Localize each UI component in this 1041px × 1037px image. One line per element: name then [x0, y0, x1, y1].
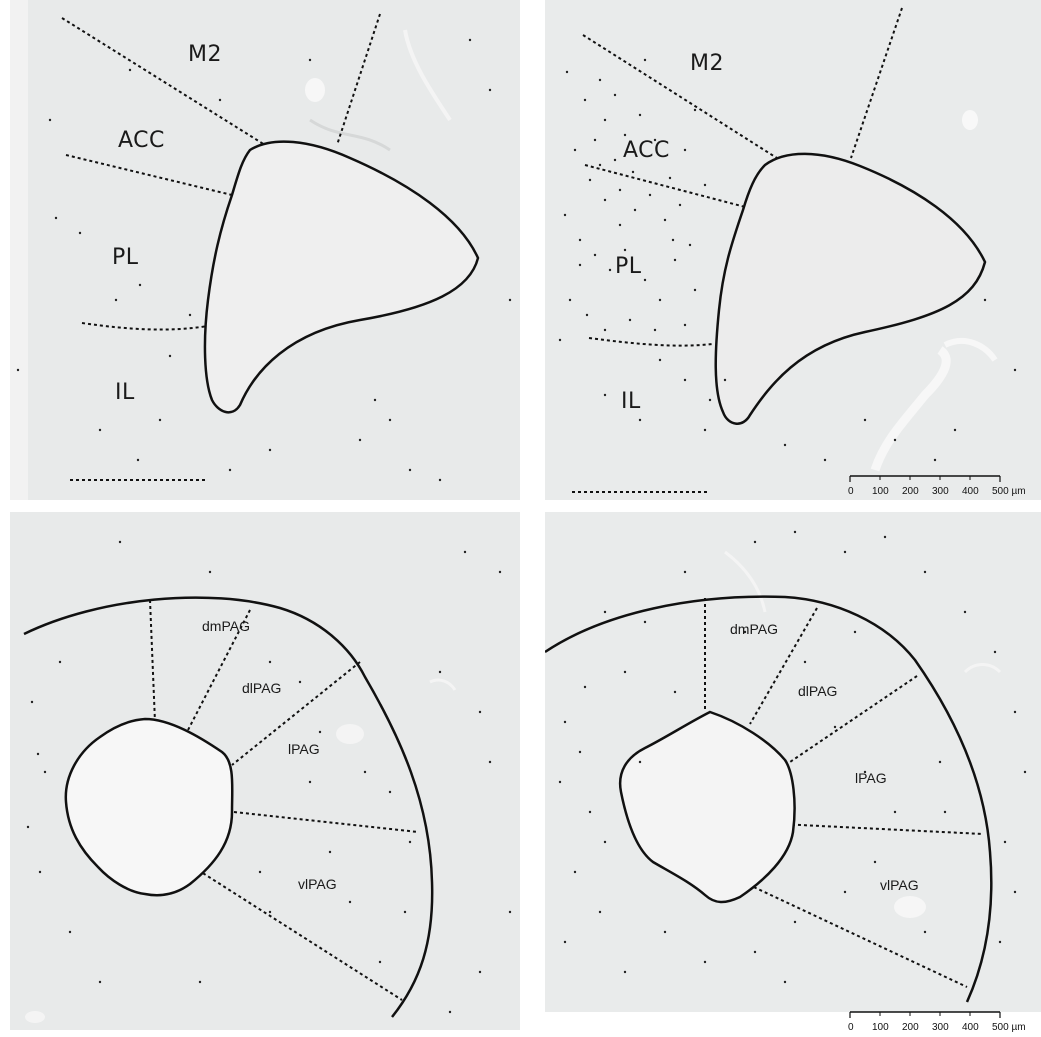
- scale-tick-0: 0: [848, 486, 854, 497]
- label-vlpag: vlPAG: [298, 877, 337, 891]
- scale-tick-100: 100: [872, 1022, 889, 1033]
- label-pl: PL: [112, 247, 139, 269]
- scale-tick-300: 300: [932, 486, 949, 497]
- label-dlpag: dlPAG: [242, 681, 281, 695]
- label-m2: M2: [188, 44, 222, 66]
- label-il: IL: [621, 391, 641, 413]
- label-m2: M2: [690, 53, 724, 75]
- scale-tick-100: 100: [872, 486, 889, 497]
- label-dlpag: dlPAG: [798, 684, 837, 698]
- label-acc: ACC: [623, 140, 670, 162]
- tissue-section-image: [10, 512, 520, 1030]
- label-pl: PL: [615, 256, 642, 278]
- panel-bottom-left-pag: dmPAG dlPAG lPAG vlPAG: [10, 512, 520, 1030]
- scale-tick-500: 500 µm: [992, 1022, 1026, 1033]
- scale-tick-300: 300: [932, 1022, 949, 1033]
- label-vlpag: vlPAG: [880, 878, 919, 892]
- label-acc: ACC: [118, 130, 165, 152]
- label-dmpag: dmPAG: [202, 619, 250, 633]
- panel-bottom-right-pag: dmPAG dlPAG lPAG vlPAG: [545, 512, 1041, 1012]
- scale-tick-200: 200: [902, 486, 919, 497]
- label-dmpag: dmPAG: [730, 622, 778, 636]
- scale-tick-0: 0: [848, 1022, 854, 1033]
- scale-tick-400: 400: [962, 486, 979, 497]
- scale-bar-top: 0 100 200 300 400 500 µm: [848, 474, 1041, 500]
- tissue-section-image: [545, 512, 1041, 1012]
- scale-bar-line: [848, 1010, 1008, 1020]
- tissue-section-image: [545, 0, 1041, 500]
- scale-bar-bottom: 0 100 200 300 400 500 µm: [848, 1010, 1041, 1036]
- scale-tick-200: 200: [902, 1022, 919, 1033]
- label-il: IL: [115, 382, 135, 404]
- scale-tick-400: 400: [962, 1022, 979, 1033]
- label-lpag: lPAG: [855, 771, 887, 785]
- scale-tick-500: 500 µm: [992, 486, 1026, 497]
- label-lpag: lPAG: [288, 742, 320, 756]
- tissue-section-image: [10, 0, 520, 500]
- scale-bar-line: [848, 474, 1008, 484]
- panel-top-right-cortex: M2 ACC PL IL: [545, 0, 1041, 500]
- panel-top-left-cortex: M2 ACC PL IL: [10, 0, 520, 500]
